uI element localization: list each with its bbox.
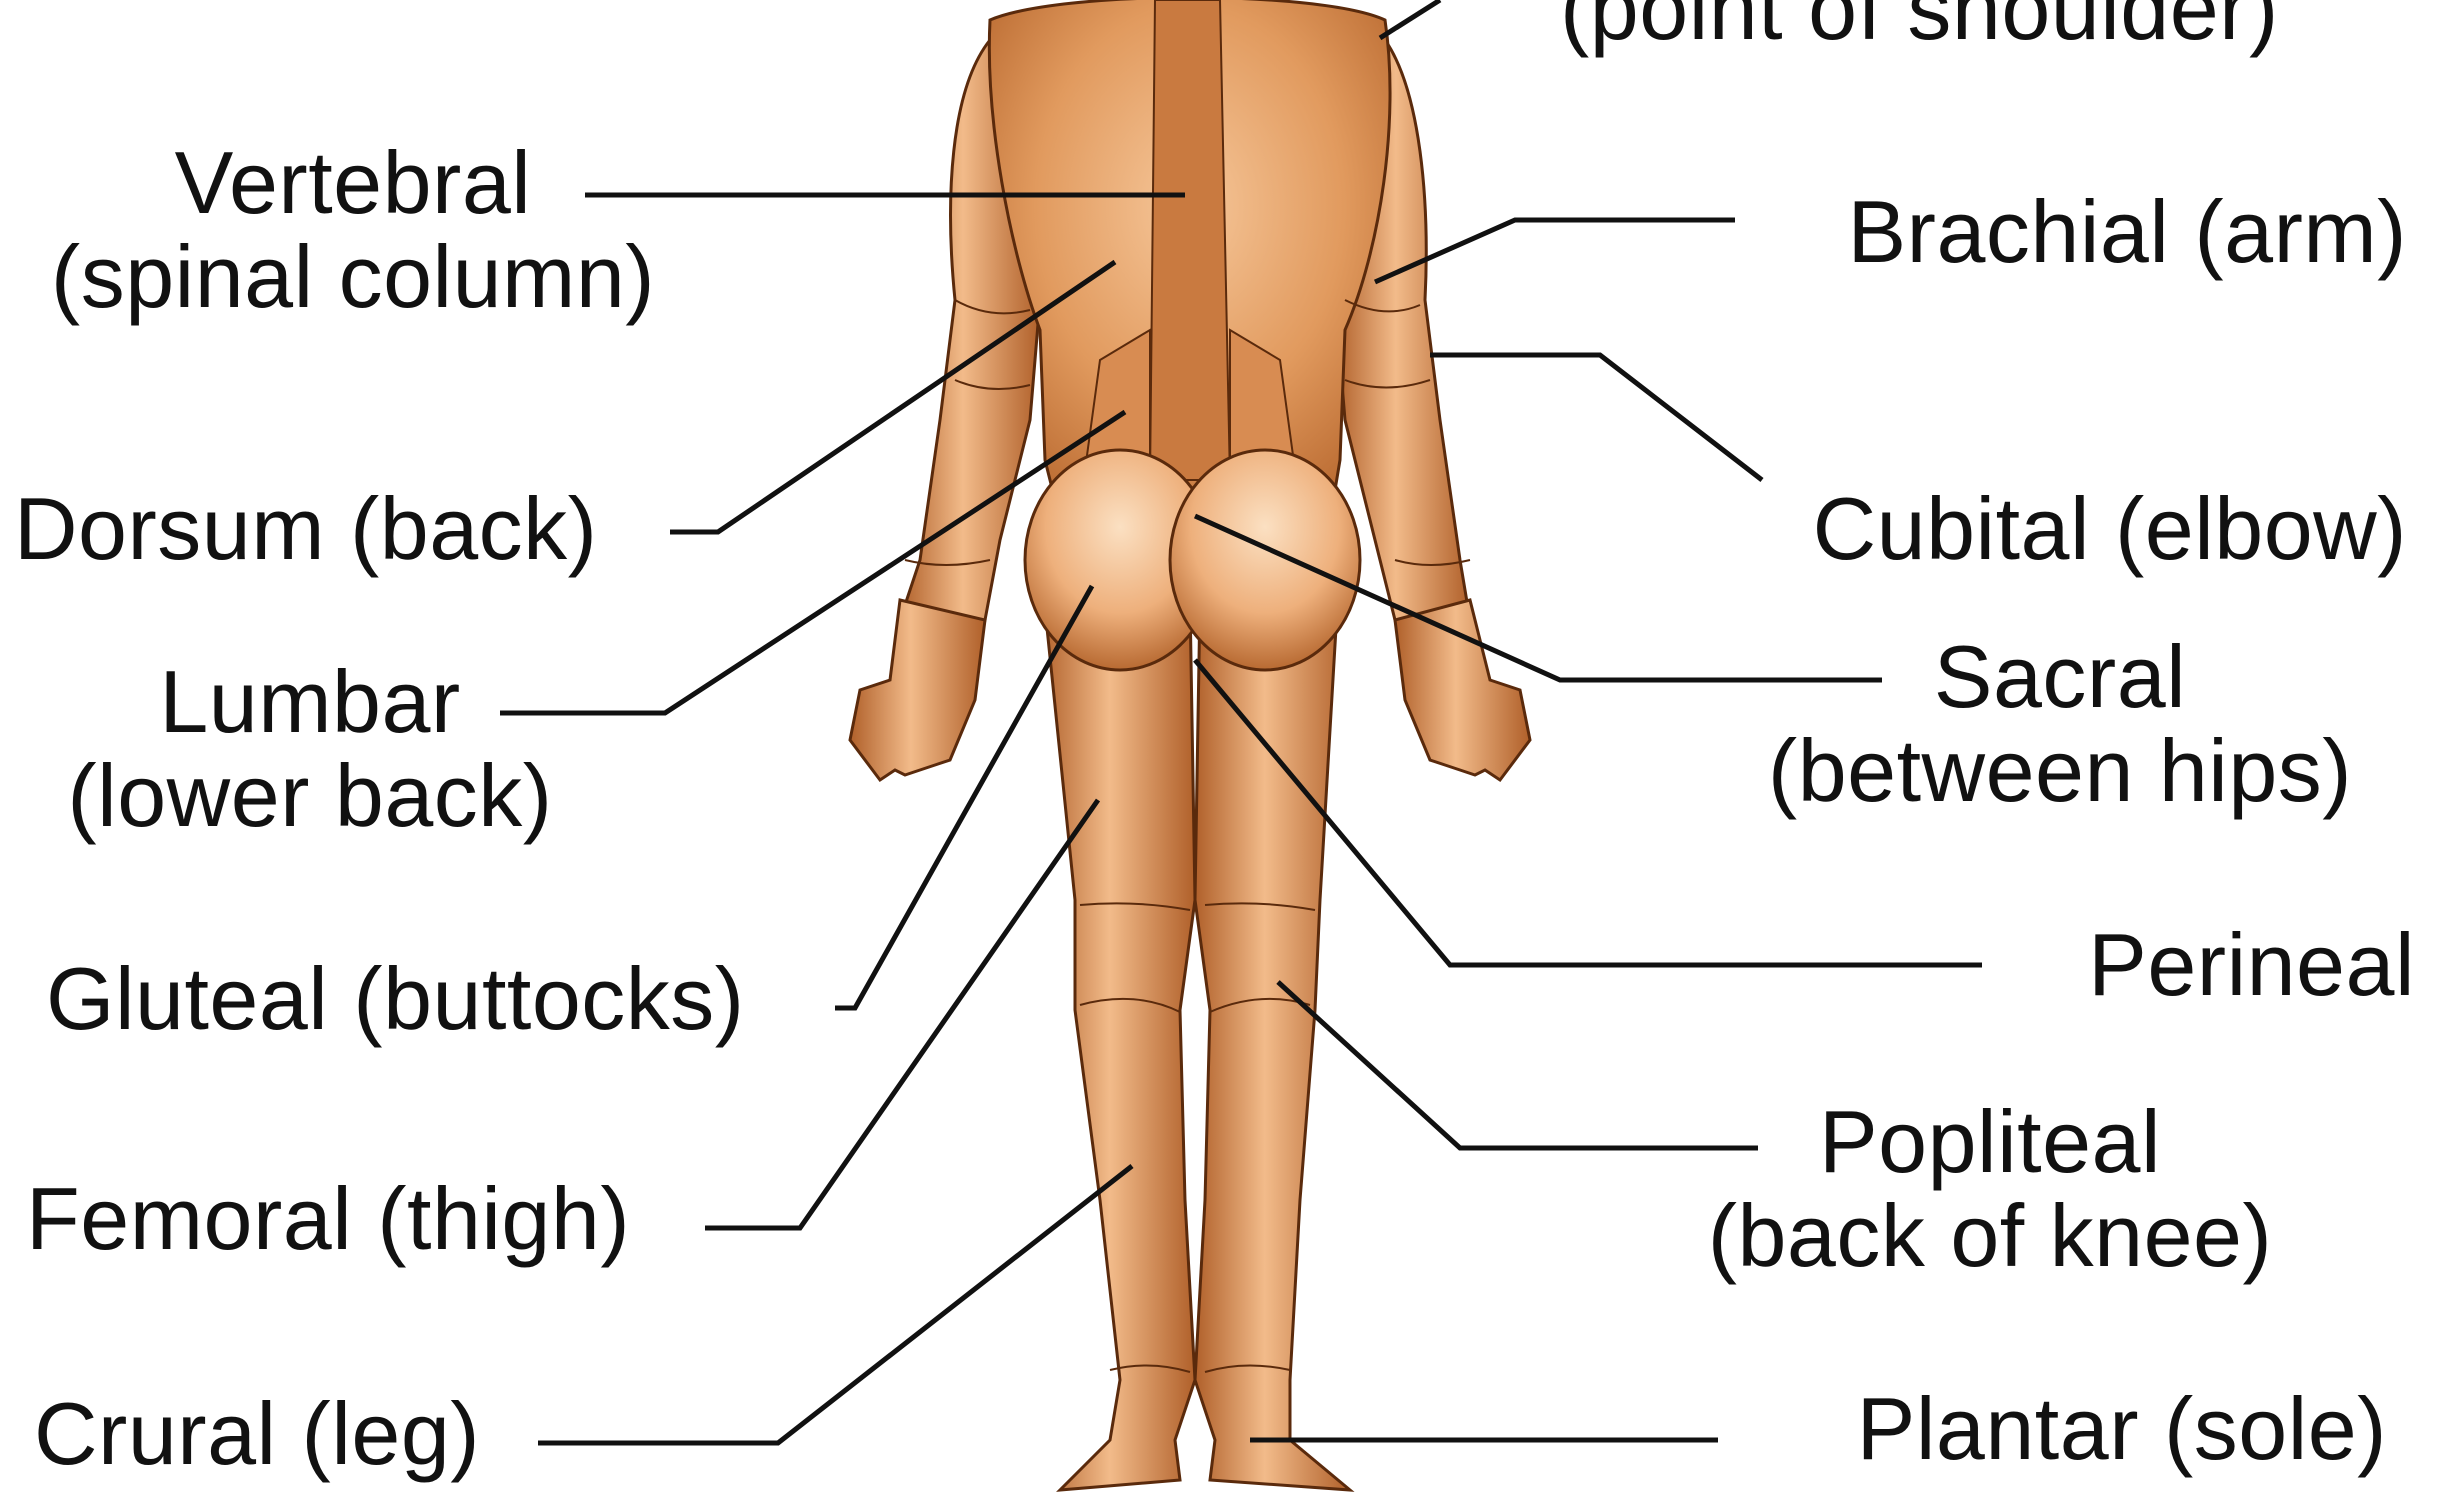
label-gluteal-text: Gluteal (buttocks) [46,949,745,1048]
label-perineal-text: Perineal [2088,915,2415,1014]
segment-lines [904,299,1471,1373]
label-lumbar-line2: (lower back) [67,746,553,845]
femoral-leader [705,798,1101,1231]
perineal-leader [1193,658,1982,968]
label-lumbar-line1: Lumbar [159,652,461,751]
cubital-leader [1430,352,1764,482]
label-lumbar: Lumbar (lower back) [30,655,590,843]
acromial-leader [1378,0,1442,41]
label-cubital-text: Cubital (elbow) [1812,479,2407,578]
label-femoral-text: Femoral (thigh) [26,1169,631,1268]
label-crural-text: Crural (leg) [34,1384,481,1483]
left-forearm-hand [848,598,987,783]
sacral-leader [1193,513,1882,683]
label-crural: Crural (leg) [34,1387,480,1481]
label-vertebral-line2: (spinal column) [50,227,656,326]
label-popliteal: Popliteal (back of knee) [1660,1095,2320,1283]
label-brachial: Brachial (arm) [1847,185,2407,279]
right-buttock [1168,448,1362,672]
lumbar-leader [500,409,1127,716]
left-leg [1038,557,1197,1492]
label-dorsum-text: Dorsum (back) [14,479,598,578]
brachial-leader [1373,217,1735,285]
dorsum-leader [670,259,1117,535]
label-sacral-line2: (between hips) [1767,721,2353,820]
label-plantar: Plantar (sole) [1857,1382,2387,1476]
crural-leader [538,1164,1134,1446]
label-acromial-line2: (point of shoulder) [1560,0,2279,58]
label-dorsum: Dorsum (back) [14,482,597,576]
label-gluteal: Gluteal (buttocks) [46,952,745,1046]
label-acromial: (point of shoulder) [1560,0,2279,56]
spine-band [1148,0,1232,481]
label-plantar-text: Plantar (sole) [1856,1379,2387,1478]
label-popliteal-line2: (back of knee) [1707,1186,2273,1285]
label-sacral-line1: Sacral [1933,627,2187,726]
label-cubital: Cubital (elbow) [1813,482,2407,576]
label-vertebral-line1: Vertebral [174,133,532,232]
label-brachial-text: Brachial (arm) [1847,182,2407,281]
right-forearm-hand [1393,598,1532,783]
right-leg [1193,557,1355,1492]
label-sacral: Sacral (between hips) [1730,630,2390,818]
label-popliteal-line1: Popliteal [1818,1092,2162,1191]
human-figure-posterior [848,0,1532,1492]
popliteal-leader [1276,980,1758,1151]
leader-lines [500,0,1982,1446]
label-perineal: Perineal [2088,918,2415,1012]
label-vertebral: Vertebral (spinal column) [18,136,688,324]
gluteal-leader [835,584,1095,1011]
label-femoral: Femoral (thigh) [26,1172,630,1266]
